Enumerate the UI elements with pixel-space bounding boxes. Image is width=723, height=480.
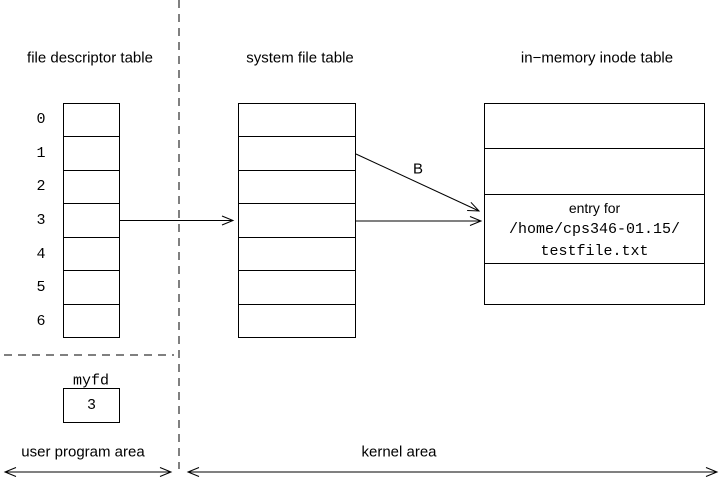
system-file-table-cell bbox=[239, 203, 355, 236]
fd-row-label: 1 bbox=[36, 144, 46, 162]
fd-table-title: file descriptor table bbox=[27, 49, 153, 67]
inode-table-entry-cell: entry for /home/cps346-01.15/ testfile.t… bbox=[485, 194, 704, 263]
arrow-b-label: B bbox=[412, 160, 424, 178]
system-file-table-cell bbox=[239, 270, 355, 303]
fd-table-cell bbox=[64, 270, 119, 303]
system-file-table-cell bbox=[239, 136, 355, 169]
inode-entry-path-line2: testfile.txt bbox=[540, 243, 649, 260]
fd-table-cell bbox=[64, 104, 119, 136]
fd-row-label: 5 bbox=[36, 279, 46, 297]
inode-table-cell bbox=[485, 148, 704, 194]
system-file-table-title: system file table bbox=[246, 49, 354, 67]
inode-table-title: in−memory inode table bbox=[520, 49, 674, 67]
inode-entry-caption: entry for bbox=[568, 200, 621, 216]
kernel-area-label: kernel area bbox=[361, 443, 437, 461]
system-file-table-cell bbox=[239, 104, 355, 136]
fd-row-label: 4 bbox=[36, 245, 46, 263]
fd-row-label: 6 bbox=[36, 312, 46, 330]
myfd-value-box: 3 bbox=[63, 388, 120, 423]
fd-table-cell bbox=[64, 169, 119, 203]
inode-table-cell bbox=[485, 263, 704, 304]
fd-table-cell bbox=[64, 236, 119, 270]
fd-row-label: 3 bbox=[36, 212, 46, 230]
system-file-table-to-inode-arrow-b bbox=[355, 153, 481, 212]
inode-table-cell bbox=[485, 104, 704, 148]
fd-table bbox=[63, 103, 120, 338]
inode-entry-path-line1: /home/cps346-01.15/ bbox=[508, 221, 681, 238]
inode-table: entry for /home/cps346-01.15/ testfile.t… bbox=[484, 103, 705, 305]
system-file-table-cell bbox=[239, 236, 355, 270]
fd-table-cell bbox=[64, 203, 119, 236]
fd-table-row-labels: 0 1 2 3 4 5 6 bbox=[28, 103, 54, 338]
fd-table-cell bbox=[64, 136, 119, 169]
system-file-table bbox=[238, 103, 356, 338]
myfd-label: myfd bbox=[72, 372, 110, 390]
fd-row-label: 2 bbox=[36, 178, 46, 196]
system-file-table-cell bbox=[239, 169, 355, 203]
system-file-table-cell bbox=[239, 303, 355, 337]
user-program-area-label: user program area bbox=[21, 443, 145, 461]
myfd-value: 3 bbox=[86, 397, 96, 414]
fd-row-label: 0 bbox=[36, 111, 46, 129]
fd-table-cell bbox=[64, 303, 119, 337]
